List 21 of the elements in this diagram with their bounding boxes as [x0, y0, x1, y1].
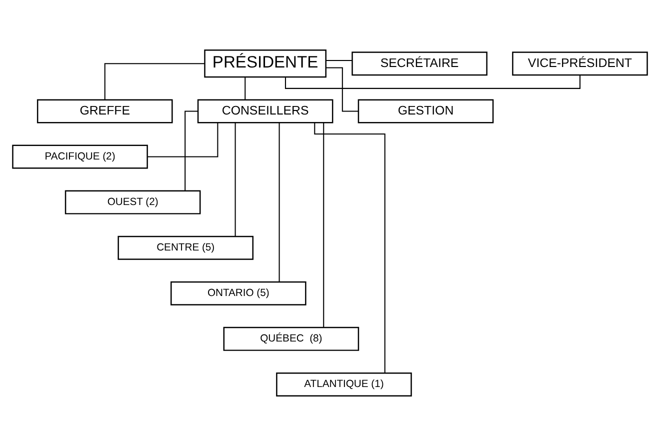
connector [278, 122, 280, 282]
node-box: ONTARIO (5) [170, 280, 306, 305]
connector [314, 122, 386, 373]
connector [326, 66, 358, 112]
connector [323, 122, 324, 327]
node-box: CENTRE (5) [118, 235, 254, 260]
connector [244, 76, 246, 100]
node-box: PRÉSIDENTE [204, 49, 326, 78]
connector [234, 122, 236, 236]
connector [148, 122, 218, 157]
node-box: SECRÉTAIRE [352, 51, 488, 76]
node-box: OUEST (2) [64, 190, 201, 214]
node-box: PACIFIQUE (2) [12, 144, 148, 168]
node-box: QUÉBEC (8) [223, 326, 360, 350]
connector [326, 59, 352, 60]
node-box: ATLANTIQUE (1) [276, 372, 412, 396]
connector [104, 62, 205, 100]
node-box: VICE-PRÉSIDENT [512, 51, 648, 76]
node-box: GESTION [358, 98, 494, 123]
node-box: CONSEILLERS [197, 98, 334, 123]
node-box: GREFFE [36, 98, 173, 123]
